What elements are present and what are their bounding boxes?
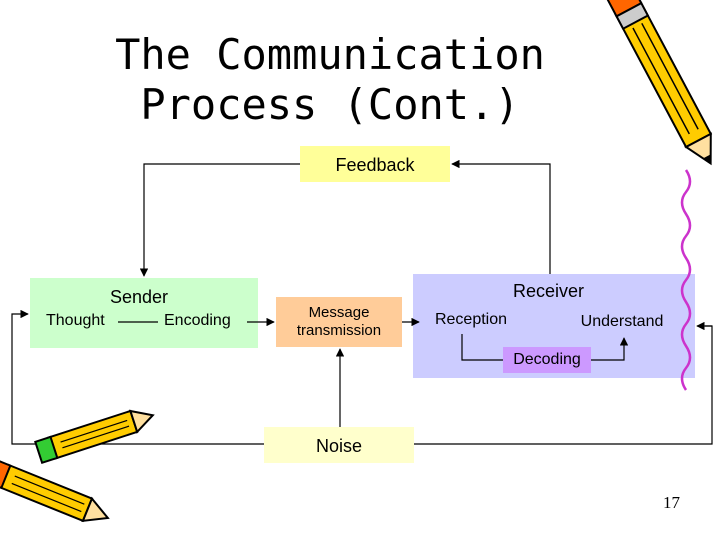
feedback-line-right xyxy=(451,159,551,274)
decoding-to-understand-arrow xyxy=(591,337,629,361)
message-label-line1: Message xyxy=(308,304,370,321)
sender-box xyxy=(30,278,258,348)
outer-loop-line-left xyxy=(11,309,264,445)
noise-box xyxy=(264,427,414,463)
feedback-box xyxy=(300,146,450,182)
message-box xyxy=(276,297,402,347)
slide-title: The Communication Process (Cont.) xyxy=(60,30,600,130)
thought-label: Thought xyxy=(46,312,105,329)
decoding-box xyxy=(503,347,591,373)
noise-label: Noise xyxy=(315,436,363,456)
title-line-2: Process (Cont.) xyxy=(140,80,520,129)
squiggle-decoration xyxy=(680,169,692,391)
message-label-line2: transmission xyxy=(296,322,382,339)
reception-label: Reception xyxy=(434,311,508,328)
feedback-line-left xyxy=(139,163,300,277)
pencil-icon xyxy=(34,409,155,465)
reception-box xyxy=(421,306,521,334)
understand-box xyxy=(566,308,678,336)
pencil-icon xyxy=(605,0,713,166)
pencil-icon xyxy=(0,458,110,523)
title-line-1: The Communication xyxy=(115,30,545,79)
feedback-label: Feedback xyxy=(335,155,415,175)
reception-to-decoding-line xyxy=(461,334,503,361)
page-number: 17 xyxy=(663,493,680,512)
receiver-label: Receiver xyxy=(513,281,585,301)
understand-label: Understand xyxy=(580,313,664,330)
decoding-label: Decoding xyxy=(513,351,581,368)
message-label: Message transmission xyxy=(276,304,402,340)
sender-label: Sender xyxy=(110,287,169,307)
encoding-label: Encoding xyxy=(164,312,231,329)
outer-loop-line xyxy=(414,325,713,445)
